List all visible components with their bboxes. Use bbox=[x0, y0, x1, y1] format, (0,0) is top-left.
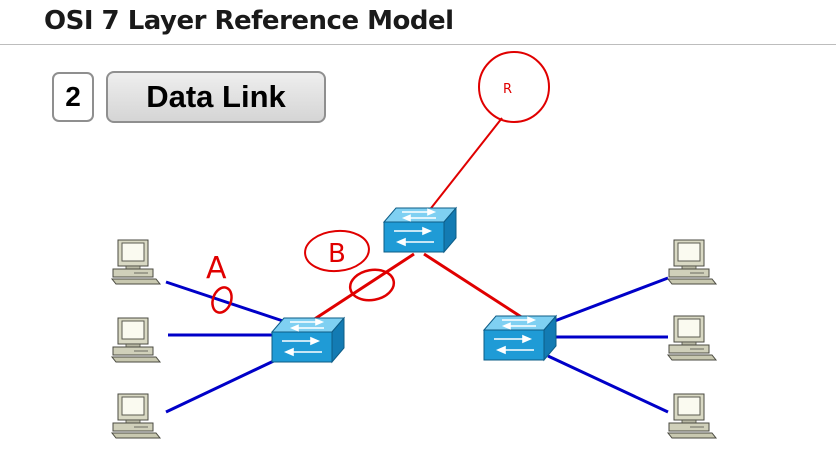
core-switch-icon bbox=[383, 207, 457, 253]
left-computer-1-icon bbox=[111, 239, 161, 285]
right-computer-1-icon bbox=[667, 239, 717, 285]
left-link-bottom bbox=[165, 356, 281, 414]
page-title: OSI 7 Layer Reference Model bbox=[44, 6, 454, 36]
left-link-top bbox=[165, 280, 287, 324]
annotation-a-circle bbox=[211, 286, 233, 314]
left-computer-2-icon bbox=[111, 317, 161, 363]
left-computer-3-icon bbox=[111, 393, 161, 439]
right-computer-2-icon bbox=[667, 315, 717, 361]
annotation-a-label: A bbox=[206, 251, 227, 286]
core-to-left-switch-link bbox=[309, 252, 415, 324]
router-to-core-link bbox=[427, 117, 503, 213]
title-divider bbox=[0, 44, 836, 45]
right-switch-icon bbox=[483, 315, 557, 361]
left-switch-icon bbox=[271, 317, 345, 363]
annotation-link-circle bbox=[348, 268, 396, 302]
right-link-bottom bbox=[547, 354, 669, 414]
core-to-right-switch-link bbox=[423, 252, 527, 322]
layer-name-badge: Data Link bbox=[106, 71, 326, 123]
annotation-b-label: B bbox=[328, 239, 346, 269]
right-link-top bbox=[551, 276, 669, 324]
right-computer-3-icon bbox=[667, 393, 717, 439]
layer-number-badge: 2 bbox=[52, 72, 94, 122]
router-label: R bbox=[503, 82, 512, 97]
annotation-b-circle bbox=[304, 229, 370, 273]
router-circle bbox=[478, 51, 550, 123]
